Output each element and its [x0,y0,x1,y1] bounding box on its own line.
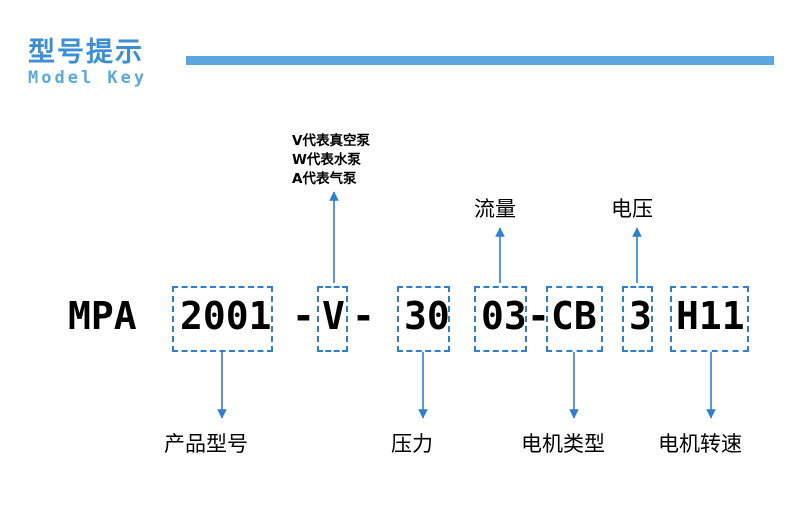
model-flow: 03 [481,294,527,338]
model-dash-left: - [292,294,315,338]
callout-voltage: 电压 [611,197,653,221]
box-flow [474,286,527,352]
model-pressure: 30 [404,294,450,338]
box-voltage [622,286,653,352]
callout-motor-speed: 电机转速 [658,432,742,456]
model-dash-right: - [352,294,375,338]
model-prefix: MPA [68,294,137,338]
box-type [317,286,348,352]
model-motor-speed: H11 [676,294,745,338]
model-type: V [322,294,345,338]
model-voltage: 3 [629,294,652,338]
box-pressure [397,286,450,352]
box-motor-type [546,286,603,352]
page-title: 型号提示 [28,37,144,68]
callout-flow: 流量 [474,197,516,221]
page-subtitle: Model Key [28,68,148,88]
callout-pressure: 压力 [391,432,433,456]
model-series: 2001 [180,294,272,338]
box-motor-speed [670,286,749,352]
callout-product-model: 产品型号 [164,432,248,456]
box-series [172,286,273,352]
callout-motor-type: 电机类型 [521,432,605,456]
model-dash-mid: - [527,294,550,338]
callout-type-note: V代表真空泵 W代表水泵 A代表气泵 [292,133,370,188]
header-rule [186,56,774,65]
model-motor-type: CB [551,294,597,338]
